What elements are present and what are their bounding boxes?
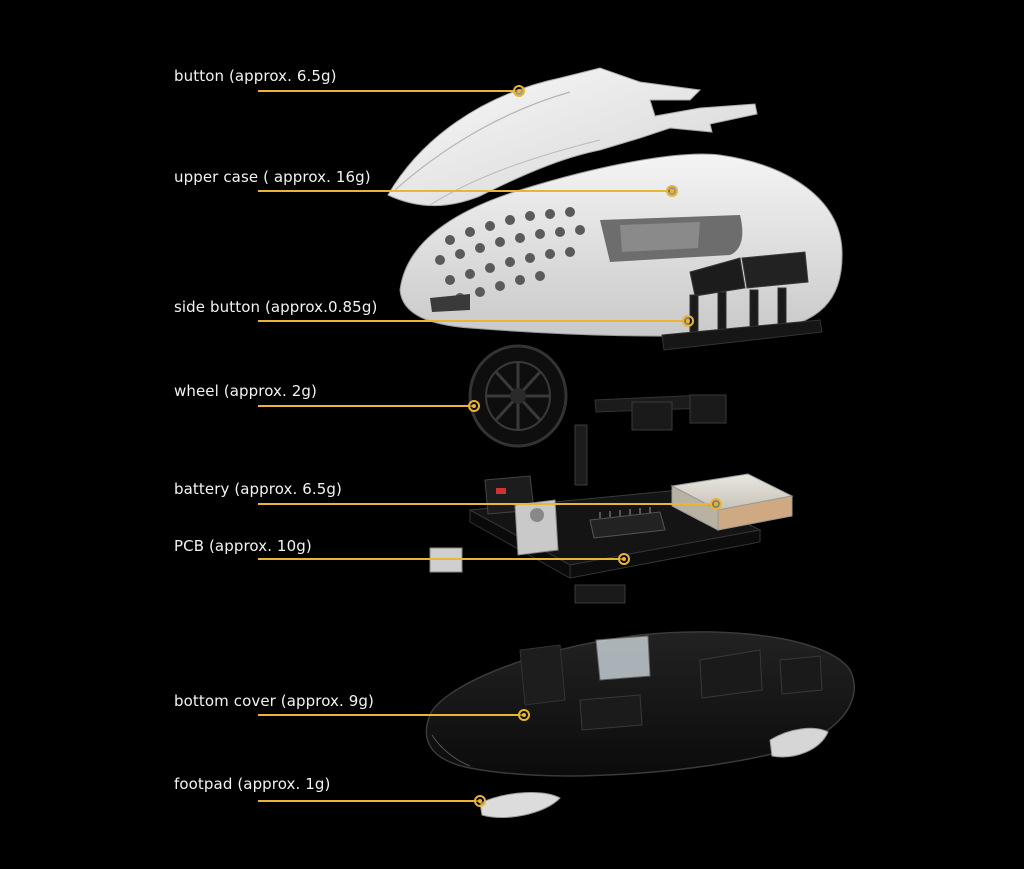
- callout-line-battery: [258, 503, 716, 505]
- button-part: [387, 67, 758, 207]
- wheel-part: [468, 344, 568, 448]
- callout-label-pcb: PCB (approx. 10g): [174, 537, 312, 555]
- bottom-cover-part: [425, 631, 855, 777]
- callout-dot-upper-case: [666, 185, 678, 197]
- callout-label-footpad: footpad (approx. 1g): [174, 775, 331, 793]
- side-button-part: [661, 251, 823, 351]
- callout-dot-pcb: [618, 553, 630, 565]
- callout-dot-footpad: [474, 795, 486, 807]
- callout-line-wheel: [258, 405, 474, 407]
- callout-dot-button: [513, 85, 525, 97]
- callout-label-upper-case: upper case ( approx. 16g): [174, 168, 371, 186]
- callout-label-bottom-cover: bottom cover (approx. 9g): [174, 692, 374, 710]
- callout-line-side-button: [258, 320, 688, 322]
- callout-label-button: button (approx. 6.5g): [174, 67, 337, 85]
- callout-line-bottom-cover: [258, 714, 524, 716]
- battery-part: [670, 473, 794, 531]
- callout-dot-wheel: [468, 400, 480, 412]
- callout-line-footpad: [258, 800, 480, 802]
- callout-dot-side-button: [682, 315, 694, 327]
- callout-line-upper-case: [258, 190, 672, 192]
- switch-parts: [574, 394, 727, 486]
- callout-label-side-button: side button (approx.0.85g): [174, 298, 378, 316]
- callout-dot-bottom-cover: [518, 709, 530, 721]
- footpad-part: [479, 792, 561, 818]
- callout-label-wheel: wheel (approx. 2g): [174, 382, 317, 400]
- callout-label-battery: battery (approx. 6.5g): [174, 480, 342, 498]
- callout-line-button: [258, 90, 520, 92]
- callout-line-pcb: [258, 558, 624, 560]
- callout-dot-battery: [710, 498, 722, 510]
